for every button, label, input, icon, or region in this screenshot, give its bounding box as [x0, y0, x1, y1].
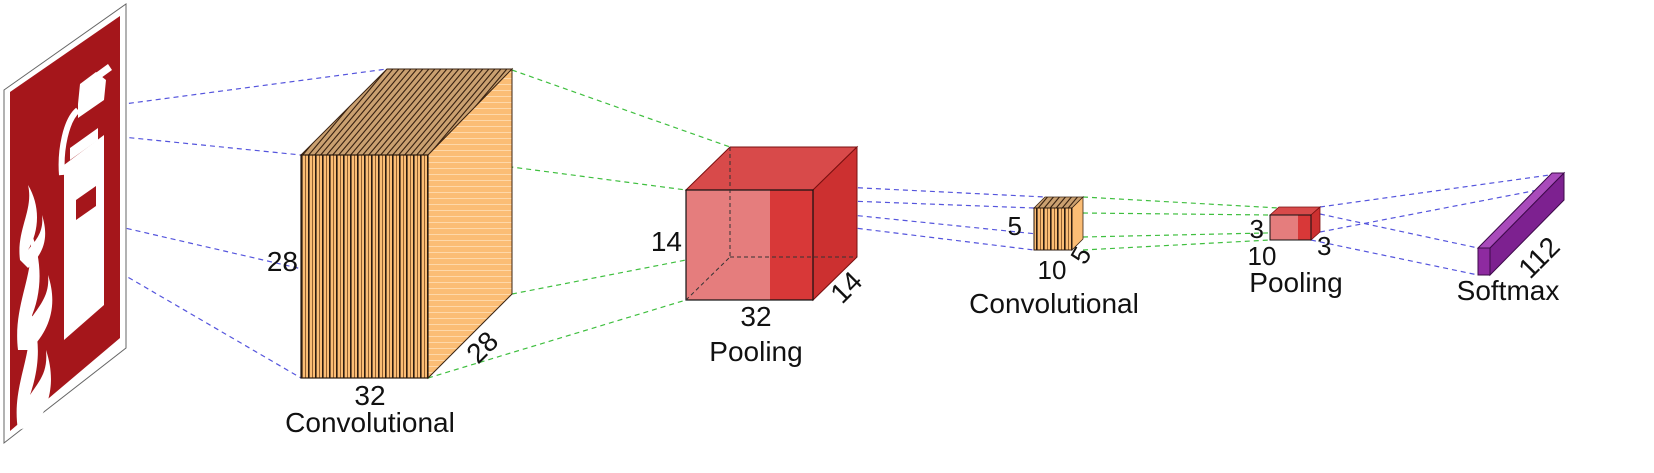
pool2-caption: Pooling [1249, 267, 1342, 298]
conv1-front-face [300, 154, 429, 379]
pool2-height-label: 3 [1250, 214, 1264, 244]
input-fire-extinguisher-sign [3, 3, 127, 445]
pool1-front-face-dark [770, 190, 813, 300]
pool2-front-face-dark [1298, 215, 1311, 240]
conv1-width-label: 32 [354, 380, 385, 411]
pool1-front-face-outline [685, 189, 814, 301]
pool1-front-face-light [686, 190, 770, 300]
pool1-block: 14 14 32 Pooling [651, 145, 868, 367]
conv1-to-pool1-connectors [427, 69, 731, 379]
conv2-height-label: 5 [1008, 211, 1022, 241]
pool1-caption: Pooling [709, 336, 802, 367]
pool2-width-label: 10 [1248, 241, 1277, 271]
pool2-to-softmax-connectors [1310, 172, 1565, 276]
conv1-height-label: 28 [267, 246, 298, 277]
conv1-caption: Convolutional [285, 407, 455, 438]
pool2-block: 3 3 10 Pooling [1248, 206, 1343, 298]
softmax-front-face [1477, 247, 1491, 276]
pool2-front-face-outline [1269, 214, 1312, 241]
pool1-height-label: 14 [651, 226, 682, 257]
pool1-to-conv2-connectors [821, 185, 1077, 251]
fire-extinguisher-icon [16, 64, 112, 430]
pool1-width-label: 32 [740, 301, 771, 332]
softmax-block: 112 Softmax [1457, 171, 1566, 306]
conv2-depth-label: 5 [1064, 241, 1097, 269]
conv2-block: 5 5 10 Convolutional [969, 196, 1139, 319]
conv2-caption: Convolutional [969, 288, 1139, 319]
conv1-block: 28 28 32 Convolutional [267, 67, 514, 438]
pool2-front-face-light [1270, 215, 1298, 240]
conv2-width-label: 10 [1038, 255, 1067, 285]
pool1-hidden-edges [685, 147, 857, 301]
pool2-depth-label: 3 [1317, 231, 1331, 261]
softmax-caption: Softmax [1457, 275, 1560, 306]
conv2-front-face [1033, 207, 1073, 251]
